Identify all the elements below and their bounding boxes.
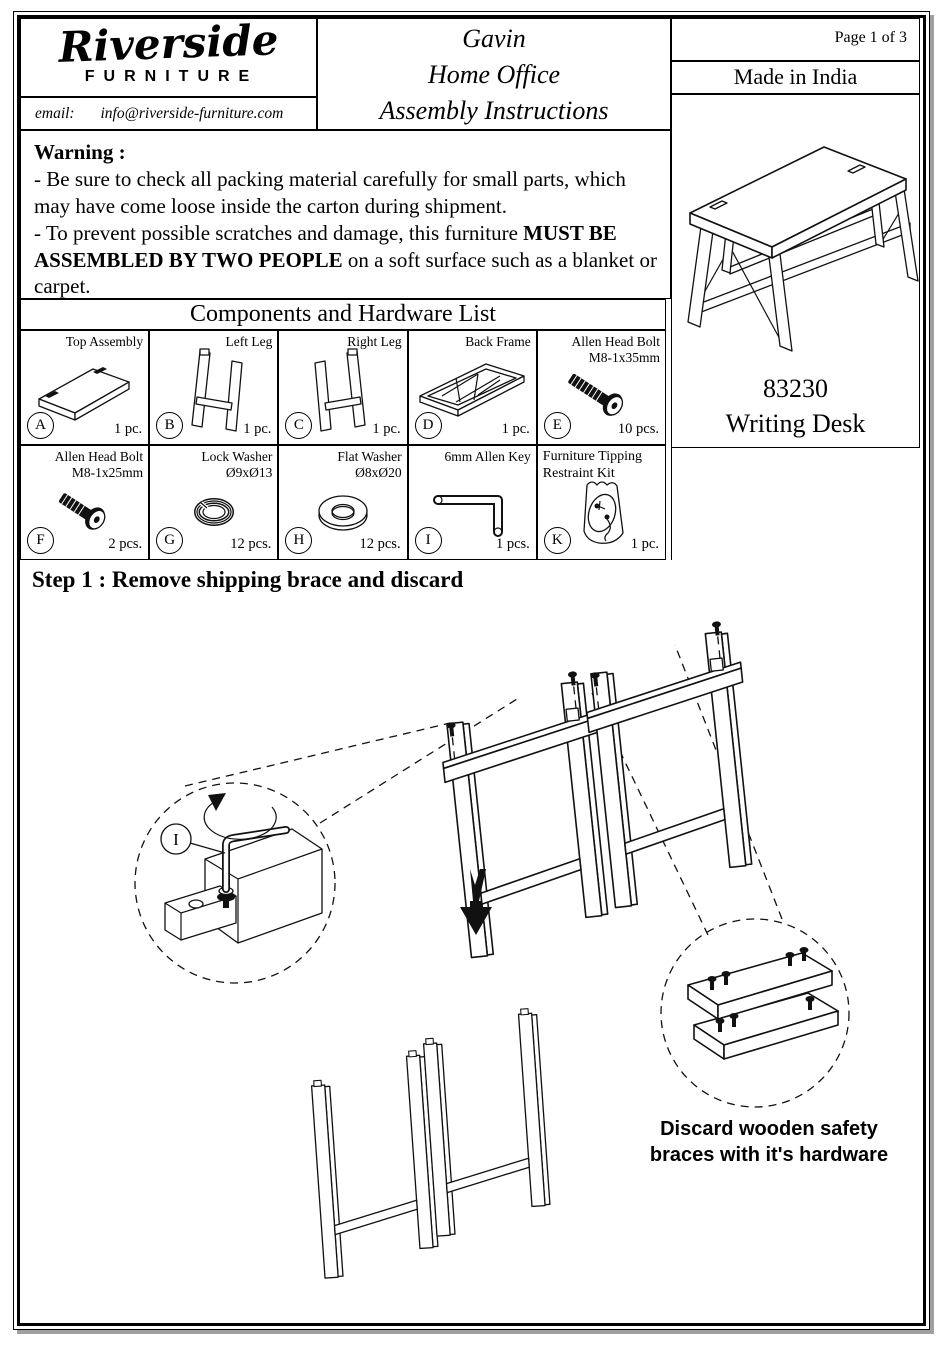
component-letter: F [27,527,54,554]
page-number: Page 1 of 3 [671,18,920,61]
warning-point-1: - Be sure to check all packing material … [34,166,626,218]
component-qty: 1 pc. [243,421,272,437]
component-letter: K [543,527,571,554]
leader-line [184,722,451,787]
components-title: Components and Hardware List [20,299,666,330]
component-letter: H [285,527,313,554]
allen-bolt-icon [58,492,105,530]
email-address: info@riverside-furniture.com [100,105,284,122]
wooden-brace-boards [687,952,839,1060]
right-column-spacer [671,448,920,560]
brand-name: Riverside [57,15,280,72]
component-letter: D [414,412,442,439]
title-line-2: Home Office [427,60,561,89]
component-cell-a: Top Assembly A 1 pc. [20,330,150,445]
page-frame: Riverside FURNITURE email: info@riversid… [17,15,926,1326]
step1-illustration: I [20,601,919,1304]
flat-washer-icon [318,494,368,531]
leg-frames-bare [422,1008,552,1236]
left-leg-icon [191,348,243,432]
warning-title: Warning : [34,140,126,164]
title-line-3: Assembly Instructions [379,96,609,125]
component-qty: 1 pc. [372,421,401,437]
allen-key-icon [433,494,504,537]
leg-frames-bare [310,1050,440,1278]
product-label: 83230 Writing Desk [672,371,919,441]
component-qty: 1 pc. [630,536,659,552]
component-letter: B [156,412,184,439]
back-frame-icon [419,363,525,417]
warning-point-2: - To prevent possible scratches and dama… [34,220,657,299]
component-qty: 1 pcs. [495,536,530,552]
brand-email-row: email: info@riverside-furniture.com [20,97,317,130]
component-cell-b: Left Leg B 1 pc. [149,330,279,445]
component-qty: 1 pc. [114,421,143,437]
page-sheet: Riverside FURNITURE email: info@riversid… [13,11,930,1330]
component-letter: G [156,527,184,554]
leader-line [591,692,709,936]
brand-logo-box: Riverside FURNITURE [20,15,317,97]
email-label: email: [35,105,75,122]
product-name: Writing Desk [725,409,866,438]
component-letter: A [27,412,54,439]
down-arrow [460,869,492,935]
component-letter: I [414,527,442,554]
brand-subname: FURNITURE [84,68,259,85]
leader-line [319,698,518,824]
leg-frames-with-braces [579,619,765,908]
component-cell-i: 6mm Allen Key I 1 pcs. [407,445,537,560]
lock-washer-icon [193,497,234,526]
product-model: 83230 [763,374,828,403]
hardware-table: Top Assembly A 1 pc. Left Leg B 1 pc. [20,330,666,560]
component-letter: C [285,412,313,439]
discard-note: Discard wooden safety braces with it's h… [649,1118,889,1166]
restraint-kit-icon [583,480,625,544]
warning-box: Warning : - Be sure to check all packing… [20,130,671,299]
component-qty: 1 pc. [501,421,530,437]
component-letter: E [543,412,571,439]
component-qty: 12 pcs. [359,536,401,552]
discard-braces-detail-circle [660,918,850,1108]
component-qty: 12 pcs. [230,536,272,552]
made-in-label: Made in India [671,61,920,94]
allen-bolt-icon [568,373,624,416]
step-title: Step 1 : Remove shipping brace and disca… [32,567,464,592]
product-panel: 83230 Writing Desk [671,94,920,448]
title-line-1: Gavin [462,24,526,53]
component-cell-d: Back Frame D 1 pc. [407,330,537,445]
top-assembly-icon [37,366,130,421]
right-leg-icon [314,348,366,432]
document-title: Gavin Home Office Assembly Instructions [317,18,671,130]
component-cell-c: Right Leg C 1 pc. [278,330,408,445]
writing-desk-illustration [687,146,919,352]
component-qty: 10 pcs. [617,421,659,437]
allen-key-detail-circle: I [134,782,336,984]
detail-label-i: I [173,830,179,849]
component-qty: 2 pcs. [108,536,143,552]
step1-drawing: I [134,601,850,1304]
